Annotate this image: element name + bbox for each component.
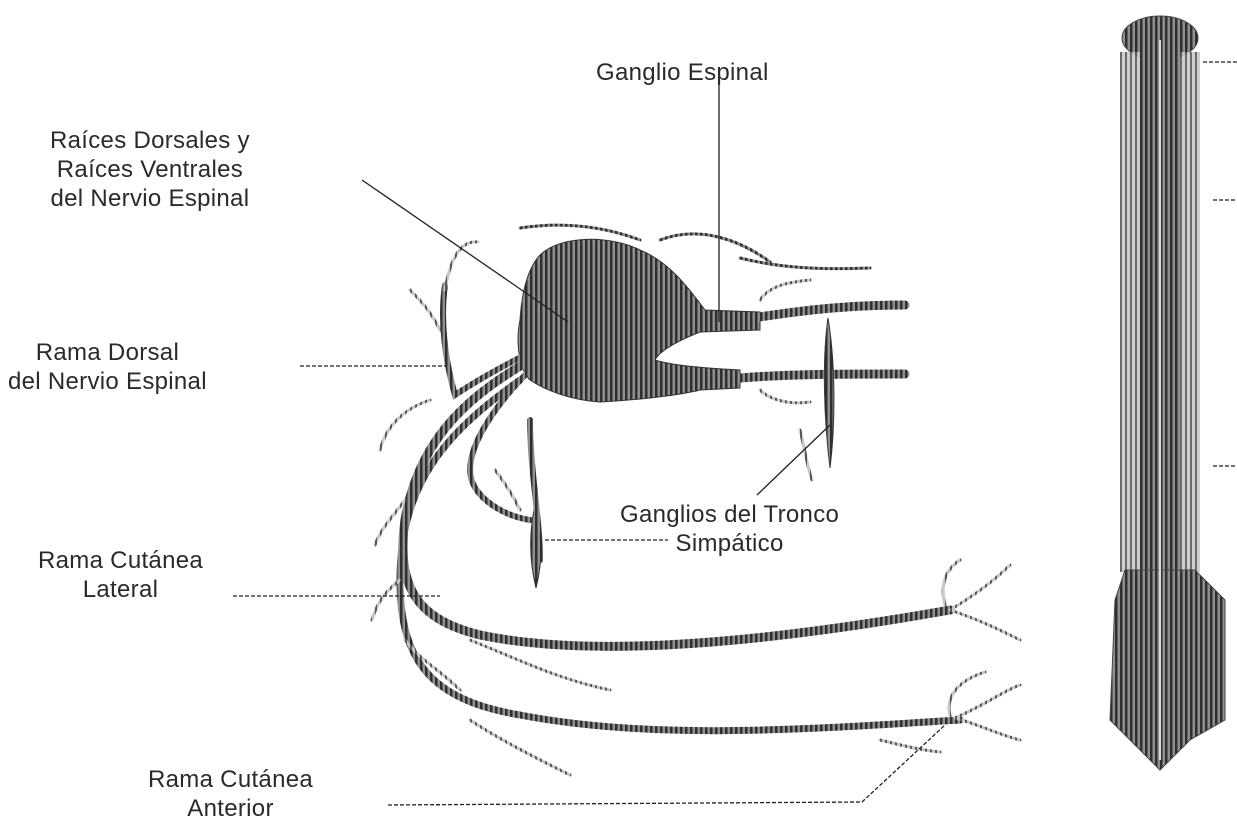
leader-raices: [362, 180, 568, 322]
label-ganglio-espinal: Ganglio Espinal: [596, 58, 769, 87]
spinal-cord-segment: [518, 239, 760, 402]
label-raices: Raíces Dorsales y Raíces Ventrales del N…: [50, 126, 250, 213]
spinal-level-ticks: [1203, 62, 1237, 466]
leader-rama-anterior: [388, 725, 945, 805]
label-rama-lateral: Rama Cutánea Lateral: [38, 546, 203, 604]
label-rama-dorsal: Rama Dorsal del Nervio Espinal: [8, 338, 207, 396]
leader-ganglios-tronco: [757, 425, 830, 495]
spinal-column: [1110, 16, 1225, 770]
leader-lines: [233, 85, 945, 805]
label-rama-anterior: Rama Cutánea Anterior: [148, 765, 313, 823]
label-ganglios-tronco: Ganglios del Tronco Simpático: [620, 500, 839, 558]
